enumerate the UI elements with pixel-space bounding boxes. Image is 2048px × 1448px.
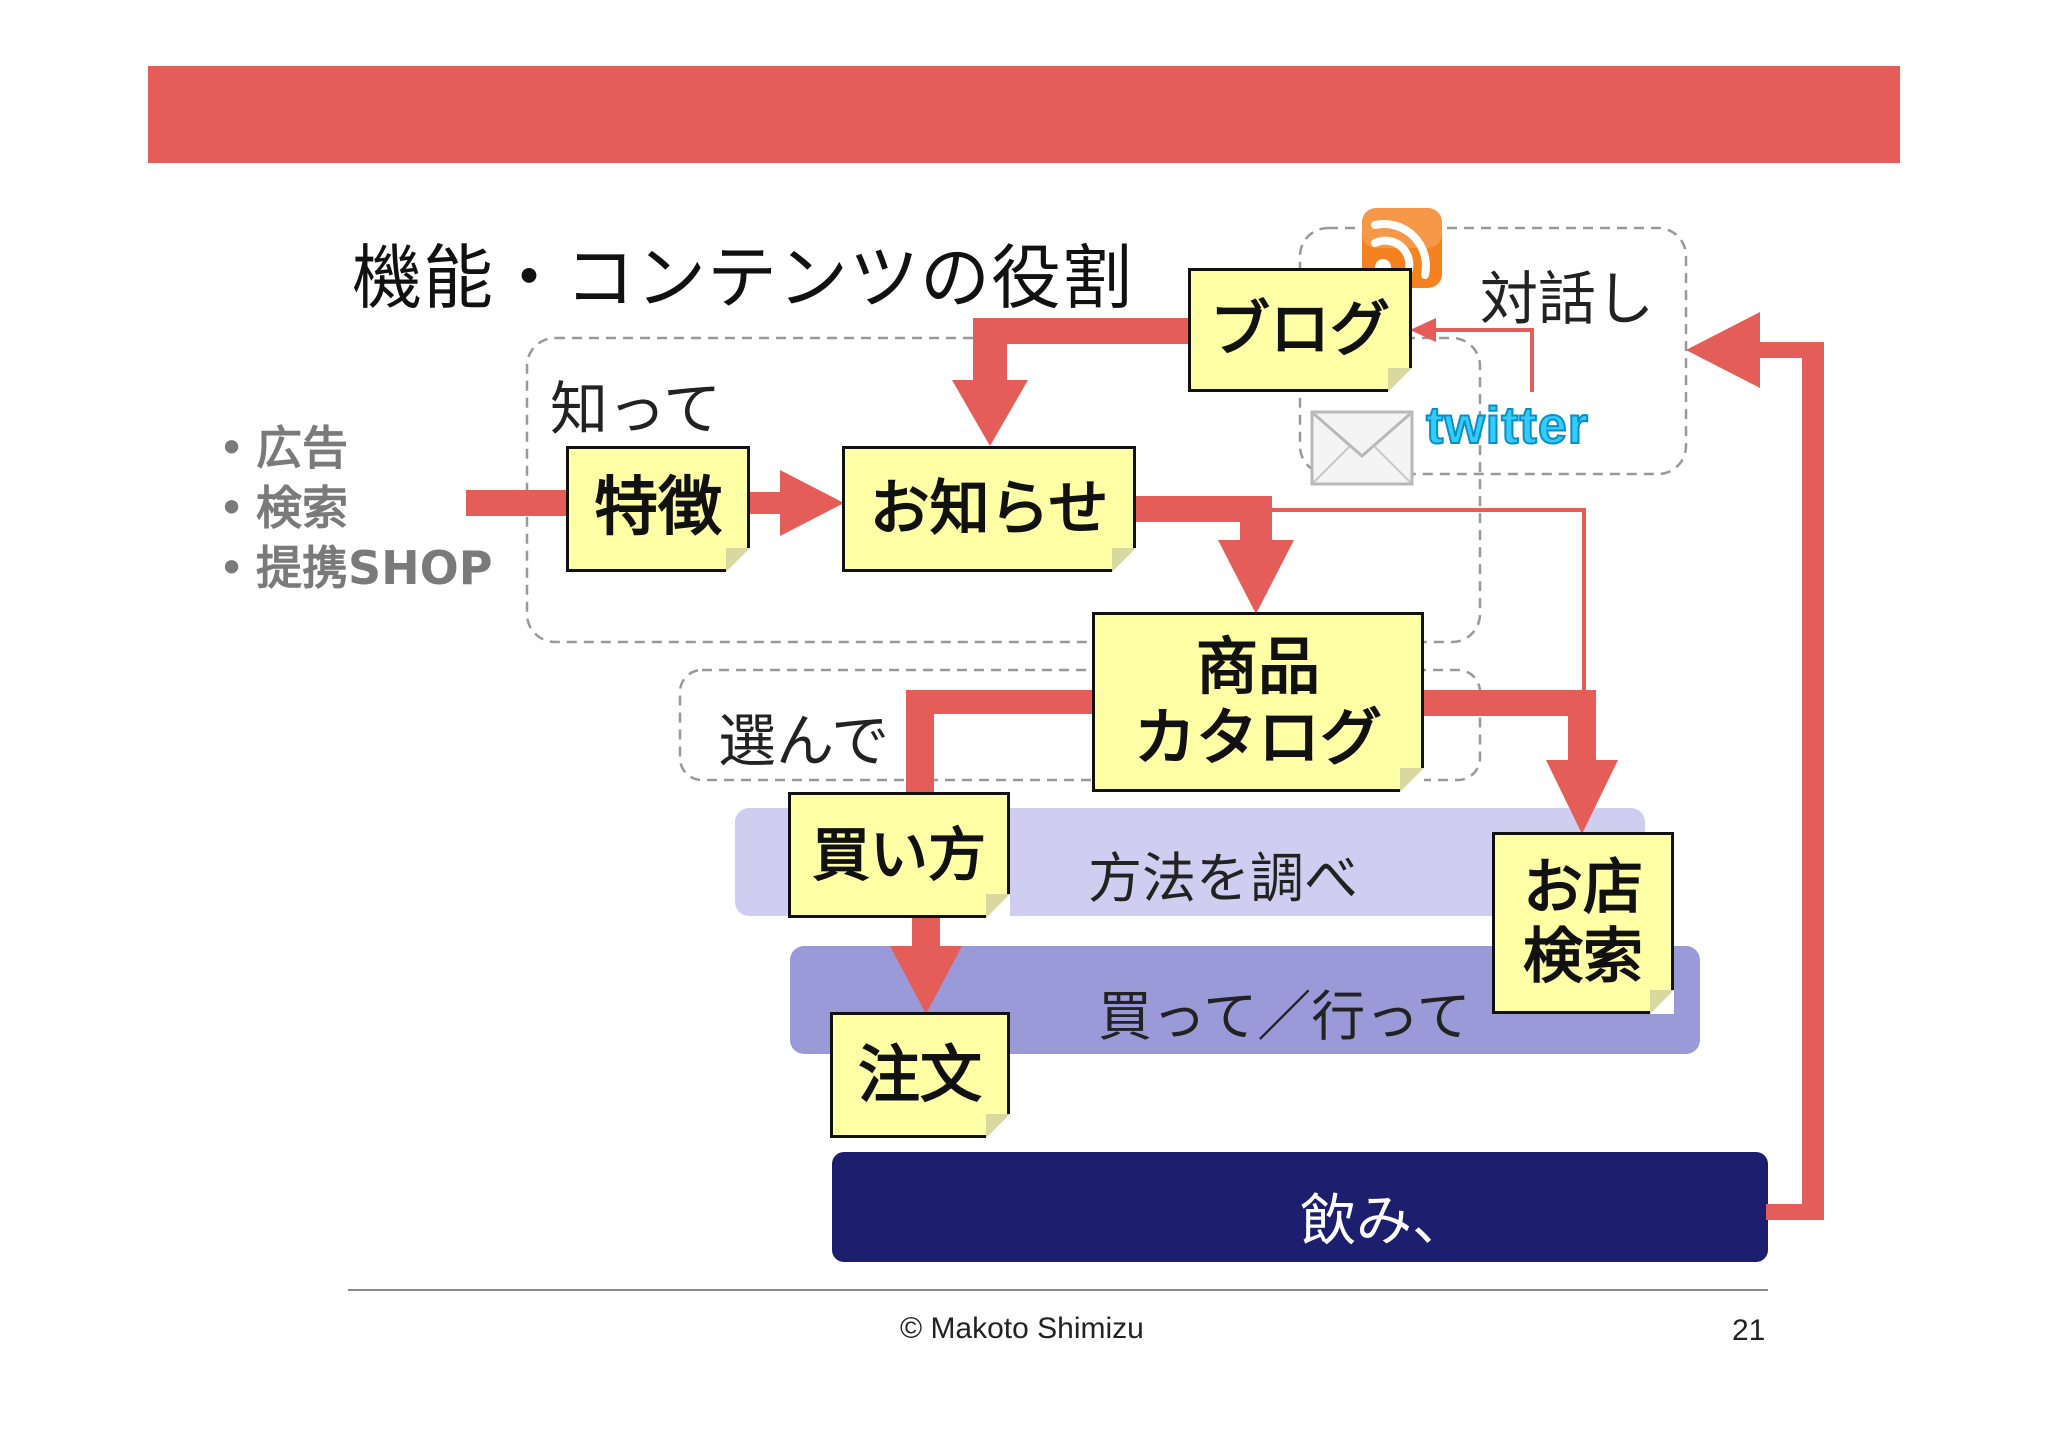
- page-number: 21: [1732, 1314, 1766, 1347]
- note-how-to-buy: 買い方: [788, 792, 1010, 918]
- note-features-label: 特徴: [594, 471, 722, 546]
- arrow-twitter-blog-head: [1410, 318, 1436, 342]
- buy-go-band: [790, 946, 1700, 1054]
- header-banner: [148, 66, 1900, 163]
- twitter-logo: twitter: [1425, 396, 1589, 456]
- connector-news-store: [1135, 508, 1586, 700]
- arrow-catalog-store: [1422, 690, 1618, 834]
- rss-icon: [1362, 208, 1442, 288]
- arrows: [466, 312, 1824, 1220]
- mail-icon: [1310, 410, 1414, 486]
- arrow-features-news: [746, 470, 844, 536]
- note-news-label: お知らせ: [869, 473, 1109, 544]
- entry-source-label: 広告: [256, 421, 348, 475]
- page-title: 機能・コンテンツの役割: [352, 237, 1133, 319]
- note-blog-label: ブログ: [1210, 294, 1390, 365]
- entry-source-item: •提携SHOP: [218, 541, 493, 595]
- arrow-entry: [466, 490, 568, 516]
- footer-copyright: © Makoto Shimizu: [900, 1312, 1144, 1345]
- note-store-search: お店 検索: [1492, 832, 1674, 1014]
- stage-label-know: 知って: [550, 375, 722, 443]
- note-order-label: 注文: [857, 1038, 982, 1112]
- note-order: 注文: [830, 1012, 1010, 1138]
- arrow-twitter-blog: [1428, 328, 1534, 392]
- note-store-search-label: お店 検索: [1523, 853, 1643, 992]
- entry-source-label: 提携SHOP: [256, 541, 493, 595]
- stage-label-dialogue: 対話し: [1480, 265, 1655, 333]
- note-blog: ブログ: [1188, 268, 1412, 392]
- arrow-blog-news: [952, 318, 1190, 446]
- band-label-research: 方法を調べ: [1088, 847, 1358, 910]
- entry-source-item: •広告: [218, 421, 348, 475]
- entry-source-label: 検索: [256, 481, 348, 535]
- choose-group: [678, 668, 1482, 782]
- arrow-catalog-howto: [906, 690, 1092, 800]
- note-catalog: 商品 カタログ: [1092, 612, 1424, 792]
- note-catalog-label: 商品 カタログ: [1133, 629, 1382, 774]
- stage-label-choose: 選んで: [718, 707, 890, 775]
- bottom-bar: [832, 1152, 1768, 1262]
- arrow-loop-dialogue: [1686, 312, 1824, 1220]
- note-news: お知らせ: [842, 446, 1136, 572]
- entry-source-list: •広告 •検索 •提携SHOP: [218, 418, 492, 598]
- note-how-to-buy-label: 買い方: [811, 820, 986, 889]
- band-label-buy-go: 買って／行って: [1098, 985, 1471, 1048]
- arrow-howto-order: [890, 916, 962, 1014]
- note-features: 特徴: [566, 446, 750, 572]
- bottom-bar-label: 飲み、: [1300, 1189, 1468, 1254]
- arrow-news-catalog: [1135, 496, 1294, 614]
- entry-source-item: •検索: [218, 481, 348, 535]
